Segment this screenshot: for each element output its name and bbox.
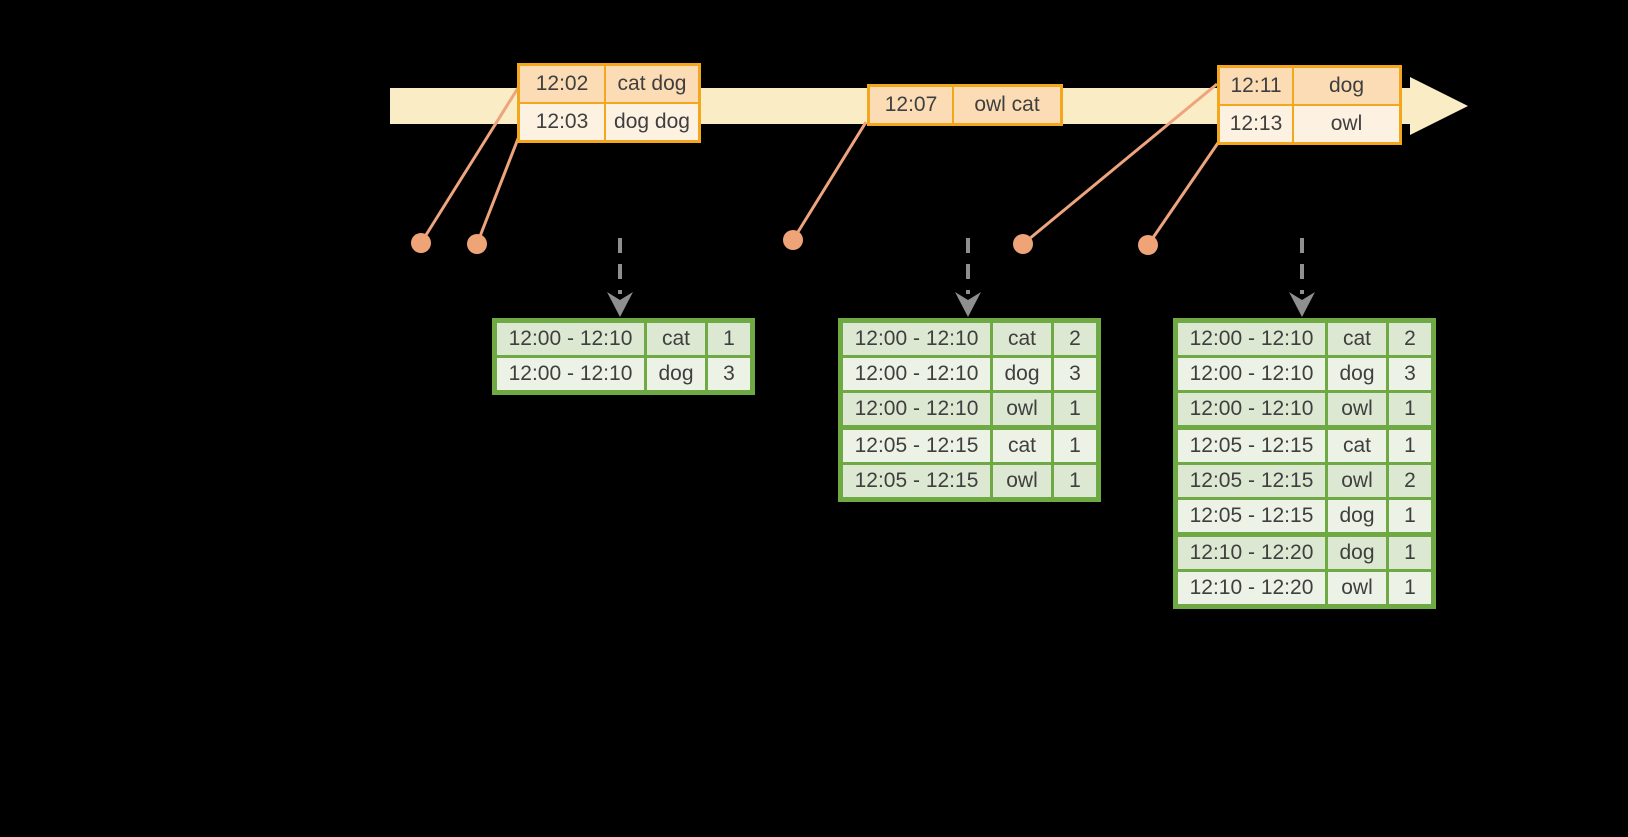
word-cell: owl	[990, 393, 1051, 425]
window-cell: 12:00 - 12:10	[843, 393, 990, 425]
event-words-cell: owl cat	[952, 87, 1060, 123]
table-row: 12:00 - 12:10 dog 3	[843, 355, 1096, 390]
count-cell: 1	[1051, 465, 1096, 497]
event-dot	[1013, 234, 1033, 254]
word-cell: cat	[1325, 323, 1386, 355]
window-cell: 12:05 - 12:15	[843, 465, 990, 497]
table-row: 12:00 - 12:10 cat 2	[843, 323, 1096, 355]
window-cell: 12:00 - 12:10	[497, 358, 644, 390]
connector-line	[1146, 139, 1222, 246]
result-table-2: 12:00 - 12:10 cat 2 12:00 - 12:10 dog 3 …	[838, 318, 1101, 502]
count-cell: 3	[1386, 358, 1431, 390]
window-cell: 12:00 - 12:10	[843, 323, 990, 355]
count-cell: 2	[1051, 323, 1096, 355]
window-cell: 12:05 - 12:15	[1178, 430, 1325, 462]
event-row: 12:02 cat dog	[520, 66, 698, 102]
window-cell: 12:10 - 12:20	[1178, 572, 1325, 604]
word-cell: cat	[990, 430, 1051, 462]
word-cell: cat	[1325, 430, 1386, 462]
word-cell: owl	[1325, 393, 1386, 425]
window-cell: 12:00 - 12:10	[1178, 358, 1325, 390]
count-cell: 3	[705, 358, 750, 390]
window-cell: 12:05 - 12:15	[843, 430, 990, 462]
window-cell: 12:00 - 12:10	[1178, 323, 1325, 355]
count-cell: 2	[1386, 323, 1431, 355]
event-table-3: 12:11 dog 12:13 owl	[1217, 65, 1402, 145]
down-arrow-icon	[955, 238, 981, 317]
table-row: 12:10 - 12:20 dog 1	[1178, 532, 1431, 569]
event-dot	[411, 233, 431, 253]
window-cell: 12:00 - 12:10	[497, 323, 644, 355]
word-cell: dog	[1325, 500, 1386, 532]
connector-line	[419, 87, 520, 244]
event-dot	[467, 234, 487, 254]
event-words-cell: dog dog	[604, 104, 698, 140]
event-words-cell: owl	[1292, 106, 1399, 142]
window-cell: 12:00 - 12:10	[843, 358, 990, 390]
event-time-cell: 12:13	[1220, 106, 1292, 142]
count-cell: 1	[1386, 430, 1431, 462]
count-cell: 1	[1051, 430, 1096, 462]
count-cell: 3	[1051, 358, 1096, 390]
event-row: 12:13 owl	[1220, 104, 1399, 142]
window-cell: 12:10 - 12:20	[1178, 537, 1325, 569]
window-cell: 12:00 - 12:10	[1178, 393, 1325, 425]
window-cell: 12:05 - 12:15	[1178, 465, 1325, 497]
count-cell: 1	[1051, 393, 1096, 425]
event-time-cell: 12:07	[870, 87, 952, 123]
event-time-cell: 12:03	[520, 104, 604, 140]
word-cell: dog	[990, 358, 1051, 390]
table-row: 12:05 - 12:15 owl 1	[843, 462, 1096, 497]
event-table-2: 12:07 owl cat	[867, 84, 1063, 126]
connector-line	[475, 130, 523, 245]
event-words-cell: cat dog	[604, 66, 698, 102]
word-cell: dog	[1325, 358, 1386, 390]
event-words-cell: dog	[1292, 68, 1399, 104]
table-row: 12:05 - 12:15 dog 1	[1178, 497, 1431, 532]
table-row: 12:05 - 12:15 owl 2	[1178, 462, 1431, 497]
word-cell: dog	[1325, 537, 1386, 569]
event-row: 12:03 dog dog	[520, 102, 698, 140]
word-cell: dog	[644, 358, 705, 390]
down-arrow-icon	[607, 238, 633, 317]
word-cell: cat	[990, 323, 1051, 355]
event-dot	[1138, 235, 1158, 255]
count-cell: 1	[1386, 537, 1431, 569]
count-cell: 1	[705, 323, 750, 355]
event-time-cell: 12:11	[1220, 68, 1292, 104]
count-cell: 1	[1386, 393, 1431, 425]
connector-line	[791, 121, 868, 241]
table-row: 12:05 - 12:15 cat 1	[1178, 425, 1431, 462]
connector-line	[1022, 82, 1218, 246]
event-dot	[783, 230, 803, 250]
count-cell: 2	[1386, 465, 1431, 497]
table-row: 12:00 - 12:10 owl 1	[843, 390, 1096, 425]
result-table-1: 12:00 - 12:10 cat 1 12:00 - 12:10 dog 3	[492, 318, 755, 395]
word-cell: cat	[644, 323, 705, 355]
window-cell: 12:05 - 12:15	[1178, 500, 1325, 532]
word-cell: owl	[990, 465, 1051, 497]
event-time-cell: 12:02	[520, 66, 604, 102]
table-row: 12:00 - 12:10 cat 1	[497, 323, 750, 355]
count-cell: 1	[1386, 500, 1431, 532]
down-arrow-icon	[1289, 238, 1315, 317]
table-row: 12:00 - 12:10 cat 2	[1178, 323, 1431, 355]
count-cell: 1	[1386, 572, 1431, 604]
table-row: 12:00 - 12:10 dog 3	[1178, 355, 1431, 390]
result-table-3: 12:00 - 12:10 cat 2 12:00 - 12:10 dog 3 …	[1173, 318, 1436, 609]
table-row: 12:00 - 12:10 dog 3	[497, 355, 750, 390]
event-table-1: 12:02 cat dog 12:03 dog dog	[517, 63, 701, 143]
word-cell: owl	[1325, 572, 1386, 604]
table-row: 12:05 - 12:15 cat 1	[843, 425, 1096, 462]
table-row: 12:00 - 12:10 owl 1	[1178, 390, 1431, 425]
timeline-arrowhead-icon	[1410, 77, 1468, 135]
table-row: 12:10 - 12:20 owl 1	[1178, 569, 1431, 604]
event-row: 12:11 dog	[1220, 68, 1399, 104]
word-cell: owl	[1325, 465, 1386, 497]
event-row: 12:07 owl cat	[870, 87, 1060, 123]
